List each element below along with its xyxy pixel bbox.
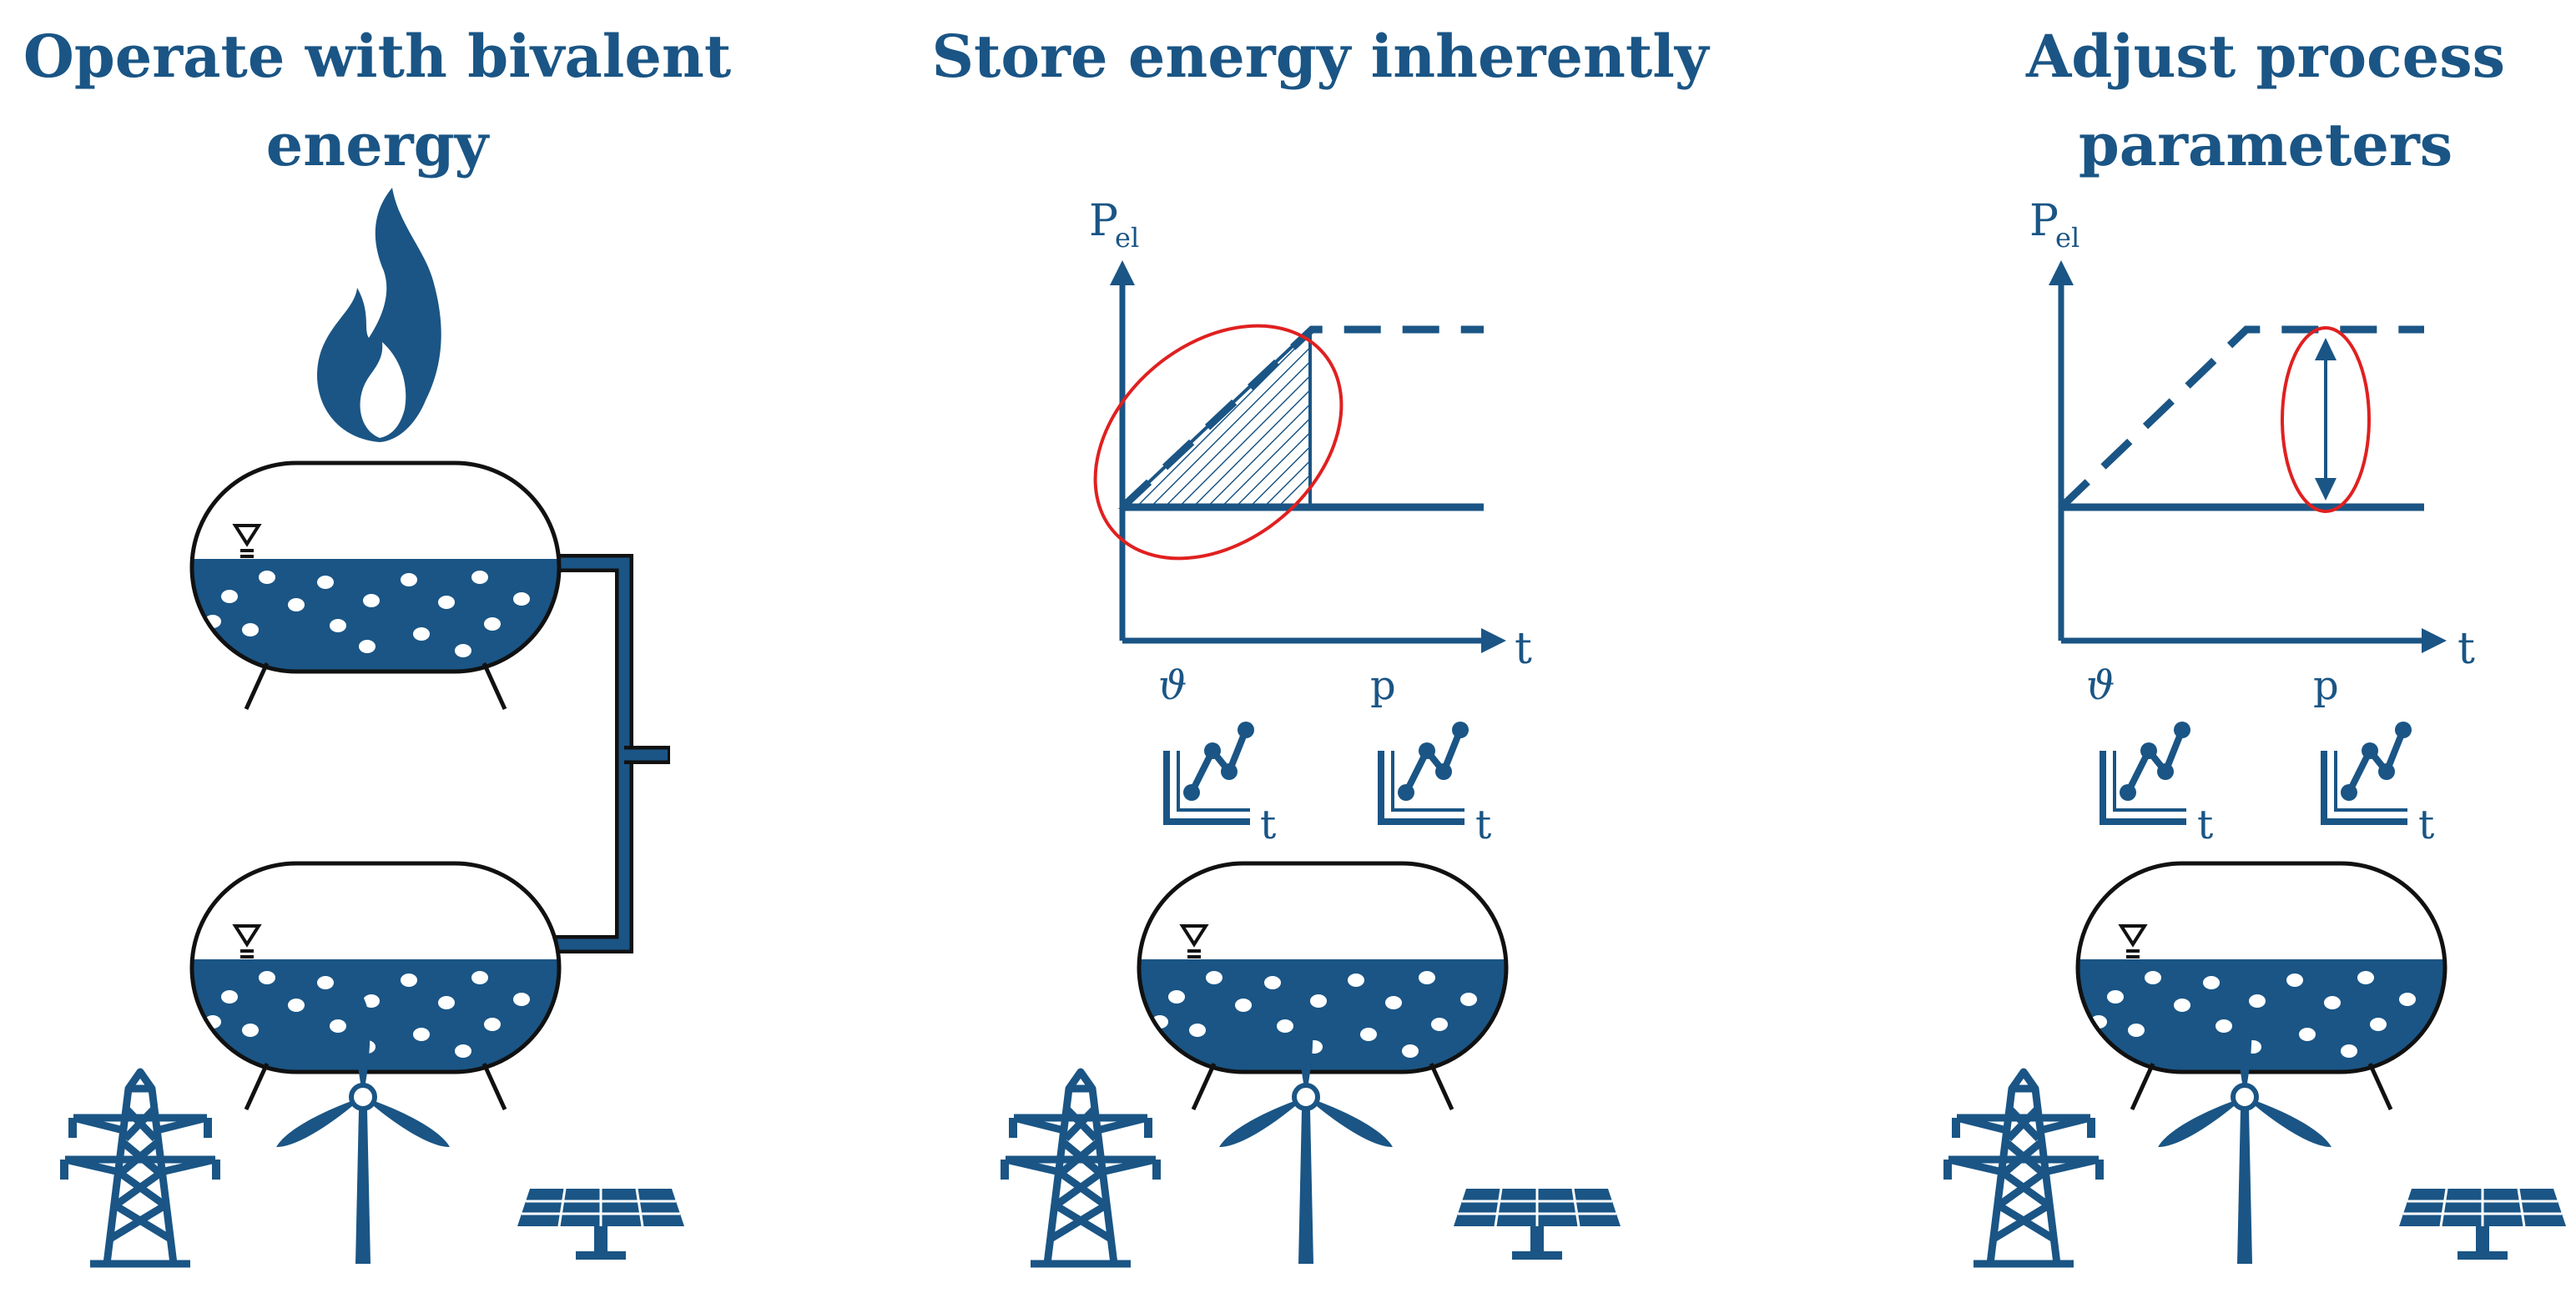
solar-panel-icon <box>1452 1187 1622 1261</box>
y-axis-label: P <box>2029 196 2059 246</box>
panel-title-line1: Operate with bivalent <box>23 22 731 91</box>
panel-adjust: Adjust process parameters P el t ϑ t p t <box>1943 22 2568 1264</box>
trend-time-label: t <box>2197 802 2213 848</box>
pressure-trend-icon <box>2324 722 2412 822</box>
pressure-label: p <box>2313 662 2339 709</box>
power-pylon-icon <box>60 1072 220 1264</box>
flame-icon <box>316 188 441 442</box>
temperature-trend-icon <box>2103 722 2190 822</box>
y-axis-subscript: el <box>2055 222 2079 254</box>
flexible-power-line <box>2058 325 2424 511</box>
highlight-ellipse <box>1093 324 1343 561</box>
panel-title-line2: energy <box>266 110 491 179</box>
solar-panel-icon <box>516 1187 686 1261</box>
x-axis-label: t <box>1515 624 1532 674</box>
power-pylon-icon <box>1943 1072 2104 1264</box>
y-axis-label: P <box>1089 196 1118 246</box>
temperature-trend-icon <box>1167 722 1254 822</box>
trend-time-label: t <box>1475 802 1491 848</box>
solar-panel-icon <box>2397 1187 2568 1261</box>
panel-title-line2: parameters <box>2079 110 2452 179</box>
vessel-icon <box>2078 863 2445 1109</box>
temperature-label: ϑ <box>1158 662 1187 709</box>
trend-time-label: t <box>2418 802 2434 848</box>
power-chart: P el t <box>2029 196 2475 674</box>
y-axis-subscript: el <box>1115 222 1139 254</box>
x-axis-label: t <box>2458 624 2475 674</box>
panel-store: Store energy inherently P el t ϑ t p t <box>931 22 1711 1264</box>
lower-vessel-icon <box>192 863 559 1109</box>
upper-vessel-icon <box>192 463 559 709</box>
highlight-ellipse <box>2281 326 2371 513</box>
connecting-pipe <box>555 554 670 953</box>
flexible-power-line <box>1119 325 1484 511</box>
trend-time-label: t <box>1260 802 1276 848</box>
panel-bivalent: Operate with bivalent energy <box>23 22 731 1264</box>
vessel-icon <box>1139 863 1506 1109</box>
power-pylon-icon <box>1001 1072 1161 1264</box>
power-chart: P el t <box>1089 196 1532 674</box>
double-arrow <box>2315 338 2337 501</box>
panel-title: Store energy inherently <box>931 22 1710 91</box>
pressure-label: p <box>1370 662 1396 709</box>
temperature-label: ϑ <box>2086 662 2115 709</box>
panel-title-line1: Adjust process <box>2025 22 2505 91</box>
pressure-trend-icon <box>1381 722 1469 822</box>
